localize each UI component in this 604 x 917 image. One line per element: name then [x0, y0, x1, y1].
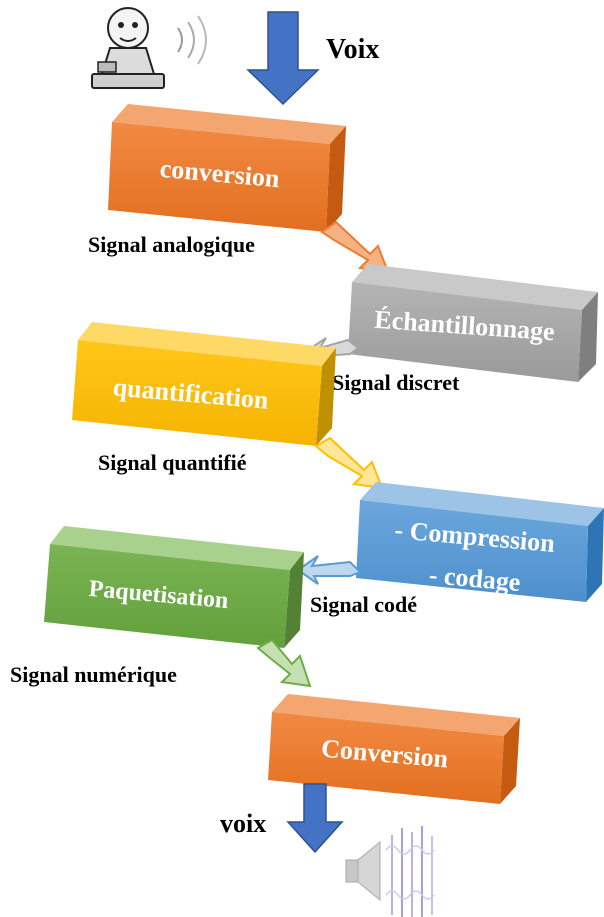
connector-arrow-5 [256, 638, 312, 688]
signal-discrete-label: Signal discret [332, 370, 460, 395]
voice-output-arrow [286, 783, 344, 854]
stage-packetization: Paquetisation [44, 526, 304, 648]
signal-digital-label: Signal numérique [10, 662, 177, 687]
stage-sampling: Échantillonnage [348, 264, 598, 382]
voice-input-arrow [246, 11, 320, 106]
loudspeaker-icon [345, 826, 435, 917]
person-speaking-icon [91, 7, 207, 89]
connector-arrow-4 [296, 555, 362, 585]
signal-analog-label: Signal analogique [88, 232, 255, 257]
stage-conversion-out: Conversion [268, 694, 520, 804]
connector-arrow-1 [320, 220, 390, 274]
stage-quantization: quantification [72, 322, 336, 446]
voice-input-label: Voix [326, 34, 379, 65]
connector-arrow-3 [314, 436, 384, 490]
voice-output-label: voix [220, 809, 266, 838]
stage-compression: - Compression - codage [356, 482, 604, 602]
stage-conversion-in: conversion [108, 104, 346, 232]
signal-quantized-label: Signal quantifié [98, 450, 247, 475]
signal-coded-label: Signal codé [310, 592, 417, 617]
